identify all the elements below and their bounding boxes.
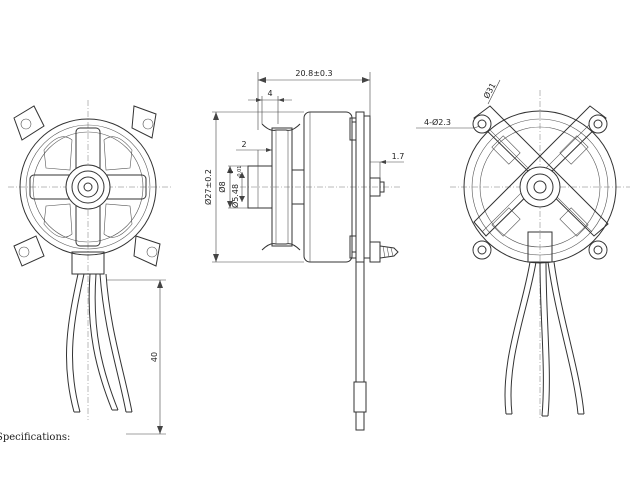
flange-width-label: 4	[267, 89, 272, 98]
rear-view	[416, 79, 630, 420]
front-view	[8, 100, 172, 435]
side-view	[240, 111, 400, 431]
protrusion-label: 1.7	[392, 152, 405, 161]
shaft-tolerance-upper: 0	[229, 170, 235, 173]
body-diameter-label: Ø27±0.2	[203, 169, 213, 205]
boss-diameter-label: Ø8	[217, 181, 227, 192]
side-view-dimensions	[212, 72, 404, 263]
shaft-diameter-label: Ø5.48	[230, 184, 240, 208]
bolt-circle-label: Ø31	[481, 81, 498, 100]
overall-length-label: 20.8±0.3	[295, 69, 332, 78]
specifications-footer: Specifications:	[0, 432, 70, 443]
mount-holes-label: 4-Ø2.3	[424, 117, 451, 127]
lead-length-label: 40	[150, 352, 159, 362]
shaft-tolerance-lower: -0.01	[237, 166, 243, 179]
shaft-step-label: 2	[241, 140, 246, 149]
